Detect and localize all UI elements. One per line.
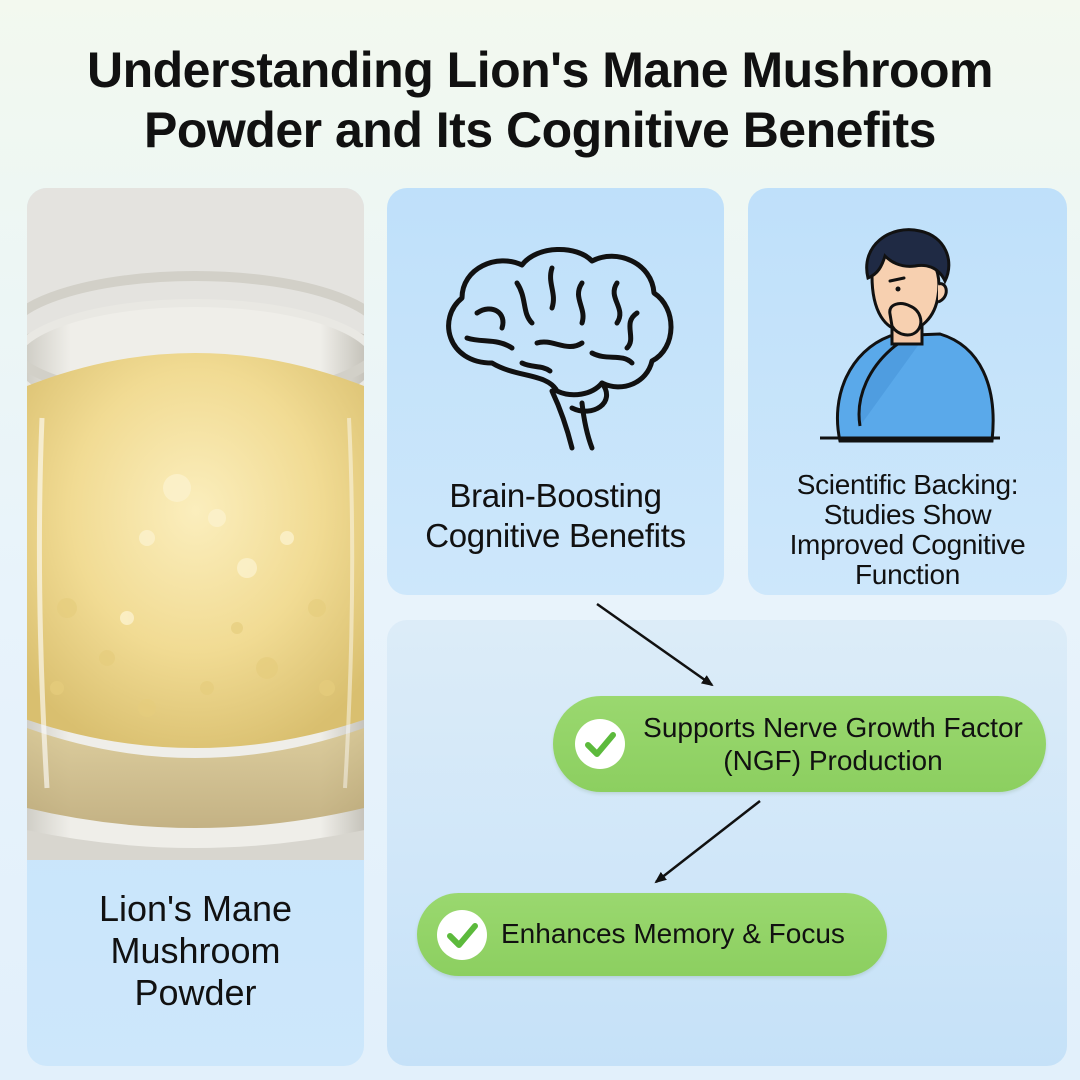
brain-label-line-2: Cognitive Benefits xyxy=(425,517,686,554)
benefit-memory-text: Enhances Memory & Focus xyxy=(501,916,871,952)
thinking-person-icon xyxy=(820,226,1000,451)
page-title: Understanding Lion's Mane Mushroom Powde… xyxy=(0,40,1080,160)
powder-jar-illustration xyxy=(27,188,364,860)
powder-label-line-3: Powder xyxy=(134,972,257,1013)
science-label-line-3: Improved Cognitive xyxy=(789,529,1026,560)
powder-card-label: Lion's Mane Mushroom Powder xyxy=(27,888,364,1014)
benefit-ngf-line-2: (NGF) Production xyxy=(723,745,943,776)
benefit-memory-line-1: Enhances Memory & Focus xyxy=(501,918,845,949)
powder-card: Lion's Mane Mushroom Powder xyxy=(27,188,364,1066)
brain-label-line-1: Brain-Boosting xyxy=(449,477,662,514)
powder-label-line-1: Lion's Mane xyxy=(99,888,292,929)
page-title-line-1: Understanding Lion's Mane Mushroom xyxy=(86,42,994,98)
brain-card: Brain-Boosting Cognitive Benefits xyxy=(387,188,724,595)
science-card-label: Scientific Backing: Studies Show Improve… xyxy=(748,470,1067,590)
benefit-ngf-text: Supports Nerve Growth Factor (NGF) Produ… xyxy=(633,711,1033,777)
powder-label-line-2: Mushroom xyxy=(110,930,281,971)
science-label-line-2: Studies Show xyxy=(823,499,992,530)
benefits-panel xyxy=(387,620,1067,1066)
page-title-line-2: Powder and Its Cognitive Benefits xyxy=(144,102,936,158)
science-label-line-4: Function xyxy=(855,559,960,590)
check-circle-icon xyxy=(437,910,487,960)
powder-jar-photo xyxy=(27,188,364,860)
brain-card-label: Brain-Boosting Cognitive Benefits xyxy=(387,476,724,556)
benefit-ngf-line-1: Supports Nerve Growth Factor xyxy=(643,712,1023,743)
science-card: Scientific Backing: Studies Show Improve… xyxy=(748,188,1067,595)
benefit-pill-memory: Enhances Memory & Focus xyxy=(417,893,887,976)
brain-icon xyxy=(432,243,682,458)
check-circle-icon xyxy=(575,719,625,769)
science-label-line-1: Scientific Backing: xyxy=(796,469,1019,500)
benefit-pill-ngf: Supports Nerve Growth Factor (NGF) Produ… xyxy=(553,696,1046,792)
